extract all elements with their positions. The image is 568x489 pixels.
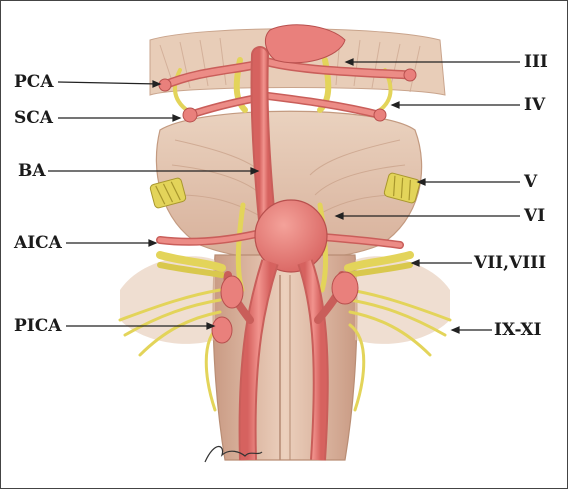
label-aica: AICA xyxy=(14,233,62,253)
label-pca: PCA xyxy=(14,72,54,92)
label-cn3: III xyxy=(524,52,548,72)
label-cn5: V xyxy=(524,172,538,192)
label-cn6: VI xyxy=(524,206,546,226)
label-cn4: IV xyxy=(524,95,546,115)
label-ba: BA xyxy=(18,161,46,181)
label-cn9-11: IX-XI xyxy=(494,320,542,340)
label-pica: PICA xyxy=(14,316,62,336)
label-sca: SCA xyxy=(14,108,53,128)
arteries xyxy=(156,24,417,461)
artist-signature xyxy=(204,445,263,463)
leader-lines xyxy=(48,58,520,334)
label-cn7-8: VII,VIII xyxy=(474,253,547,273)
